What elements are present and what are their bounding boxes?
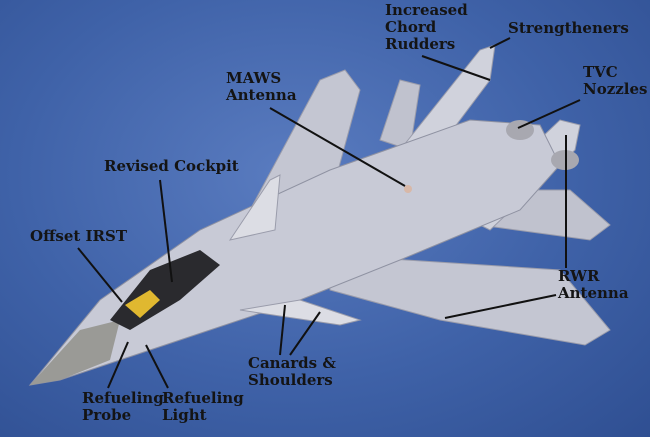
label-line: Rudders <box>385 35 456 53</box>
canards-leader-2 <box>289 311 321 356</box>
label-line: Antenna <box>226 86 297 104</box>
label-strengtheners: Strengtheners <box>508 19 629 37</box>
rwr-leader-2 <box>444 294 557 319</box>
label-tvc-nozzles: TVC Nozzles <box>583 64 647 98</box>
leader-lines <box>77 37 581 389</box>
probe-leader <box>107 341 129 389</box>
irst-leader <box>77 247 123 303</box>
label-line: Refueling <box>82 389 164 407</box>
cockpit-leader <box>159 179 173 283</box>
label-rwr-antenna: RWR Antenna <box>558 268 629 302</box>
label-offset-irst: Offset IRST <box>30 227 127 245</box>
label-line: Increased <box>385 1 468 19</box>
label-line: Probe <box>82 406 132 424</box>
label-line: Chord <box>385 18 437 36</box>
label-refueling-probe: Refueling Probe <box>82 390 164 424</box>
label-line: RWR <box>558 267 600 285</box>
aircraft-model <box>28 44 611 386</box>
maws-leader <box>269 107 406 187</box>
label-line: Canards & <box>248 354 336 372</box>
canards-leader-1 <box>279 304 286 356</box>
label-revised-cockpit: Revised Cockpit <box>104 157 239 175</box>
label-maws-antenna: MAWS Antenna <box>226 70 297 104</box>
label-line: Refueling <box>162 389 244 407</box>
label-line: MAWS <box>226 69 282 87</box>
strengtheners-leader <box>489 37 511 49</box>
label-line: Antenna <box>558 284 629 302</box>
label-refueling-light: Refueling Light <box>162 390 244 424</box>
label-line: TVC <box>583 63 618 81</box>
label-line: Nozzles <box>583 80 648 98</box>
rudders-leader <box>421 55 491 81</box>
light-leader <box>145 344 169 389</box>
tvc-leader <box>517 99 581 129</box>
label-line: Light <box>162 406 207 424</box>
label-line: Shoulders <box>248 371 333 389</box>
label-increased-chord-rudders: Increased Chord Rudders <box>385 2 468 53</box>
label-canards-shoulders: Canards & Shoulders <box>248 355 336 389</box>
